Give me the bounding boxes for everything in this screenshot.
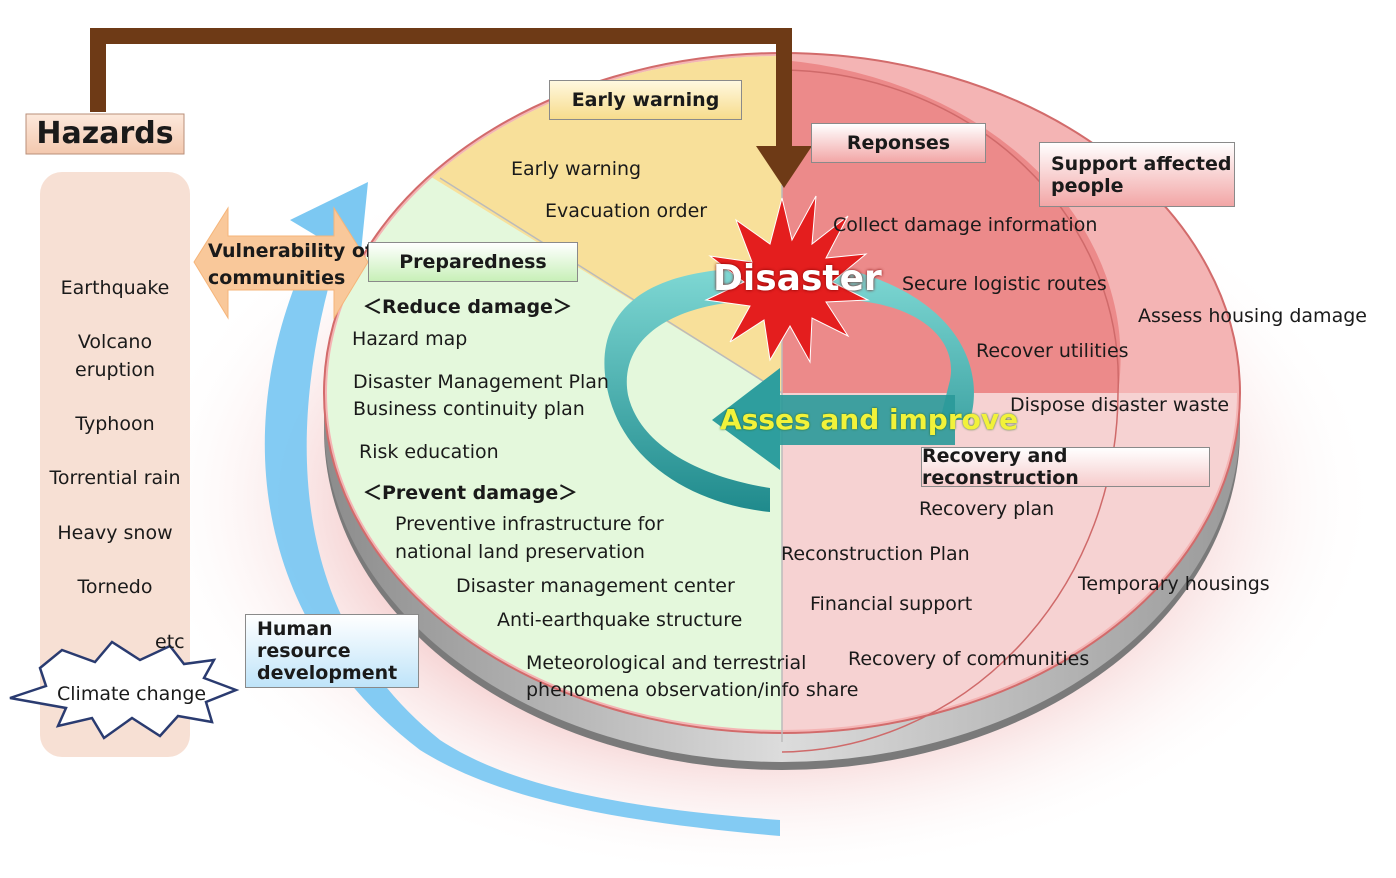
hazard-brown-arrow-line (90, 28, 792, 150)
climate-change-label: Climate change (57, 683, 207, 705)
early-warning-item: Early warning (511, 158, 642, 180)
recovery-plan-item: Recovery plan (919, 498, 1055, 520)
inner-boundary (781, 69, 1120, 753)
human-resource-line2: development (257, 662, 398, 684)
risk-education-item: Risk education (359, 441, 499, 463)
business-continuity-plan-item: Business continuity plan (353, 398, 585, 420)
reconstruction-plan-item: Reconstruction Plan (781, 543, 970, 565)
human-resource-line1: Human resource (257, 618, 351, 662)
hazard-item-torrential-rain: Torrential rain (49, 467, 181, 489)
asses-and-improve-label: Asses and improve (720, 403, 1019, 436)
disaster-label: Disaster (713, 258, 882, 299)
recovery-of-communities-item: Recovery of communities (848, 648, 1090, 670)
collect-damage-info-item: Collect damage information (833, 214, 1098, 236)
disaster-management-plan-item: Disaster Management Plan (353, 371, 609, 393)
cycle-arrow-head (712, 368, 780, 470)
hazard-item-etc: etc (155, 631, 185, 653)
hazard-brown-arrow-head (756, 146, 812, 188)
preventive-infrastructure-line1: Preventive infrastructure for (395, 513, 664, 535)
human-resource-arrow-body (264, 234, 781, 836)
evacuation-order-item: Evacuation order (545, 200, 708, 222)
secure-logistic-routes-item: Secure logistic routes (902, 273, 1107, 295)
recover-utilities-item: Recover utilities (976, 340, 1129, 362)
cycle-arrow-tail (780, 395, 955, 445)
support-affected-people-header: Support affected people (1039, 142, 1235, 207)
divider-diagonal (439, 177, 783, 394)
human-resource-box: Human resource development (245, 614, 419, 688)
hazard-item-tornedo: Tornedo (77, 576, 153, 598)
meteorological-line1: Meteorological and terrestrial (526, 652, 807, 674)
hazard-item-heavy-snow: Heavy snow (57, 522, 173, 544)
anti-earthquake-structure-item: Anti-earthquake structure (497, 609, 743, 631)
hazard-item-volcano: Volcano (77, 331, 153, 353)
reduce-damage-heading: ＜Reduce damage＞ (363, 296, 572, 318)
disaster-burst (704, 195, 870, 364)
recovery-reconstruction-header: Recovery and reconstruction (921, 445, 1210, 489)
preventive-infrastructure-line2: national land preservation (395, 541, 645, 563)
hazards-title: Hazards (36, 116, 174, 151)
vulnerability-label-line1: Vulnerability of (208, 240, 374, 262)
temporary-housings-item: Temporary housings (1078, 573, 1270, 595)
support-header-line2: people (1051, 174, 1124, 197)
hazard-map-item: Hazard map (352, 328, 468, 350)
early-warning-header: Early warning (549, 80, 742, 120)
hazards-panel (40, 172, 190, 757)
hazard-item-earthquake: Earthquake (60, 277, 170, 299)
prevent-damage-heading: ＜Prevent damage＞ (363, 482, 578, 504)
hazard-item-typhoon: Typhoon (75, 413, 155, 435)
climate-change-burst (9, 640, 240, 740)
hazards-title-box (25, 113, 185, 155)
support-header-line1: Support affected (1051, 152, 1232, 175)
assess-housing-damage-item: Assess housing damage (1138, 305, 1367, 327)
responses-header: Reponses (811, 123, 986, 163)
disaster-management-center-item: Disaster management center (456, 575, 735, 597)
preparedness-header: Preparedness (368, 242, 578, 282)
hazard-item-eruption: eruption (75, 359, 155, 381)
dispose-disaster-waste-item: Dispose disaster waste (1010, 394, 1230, 416)
financial-support-item: Financial support (810, 593, 973, 615)
meteorological-line2: phenomena observation/info share (526, 679, 859, 701)
vulnerability-label-line2: communities (208, 267, 346, 289)
